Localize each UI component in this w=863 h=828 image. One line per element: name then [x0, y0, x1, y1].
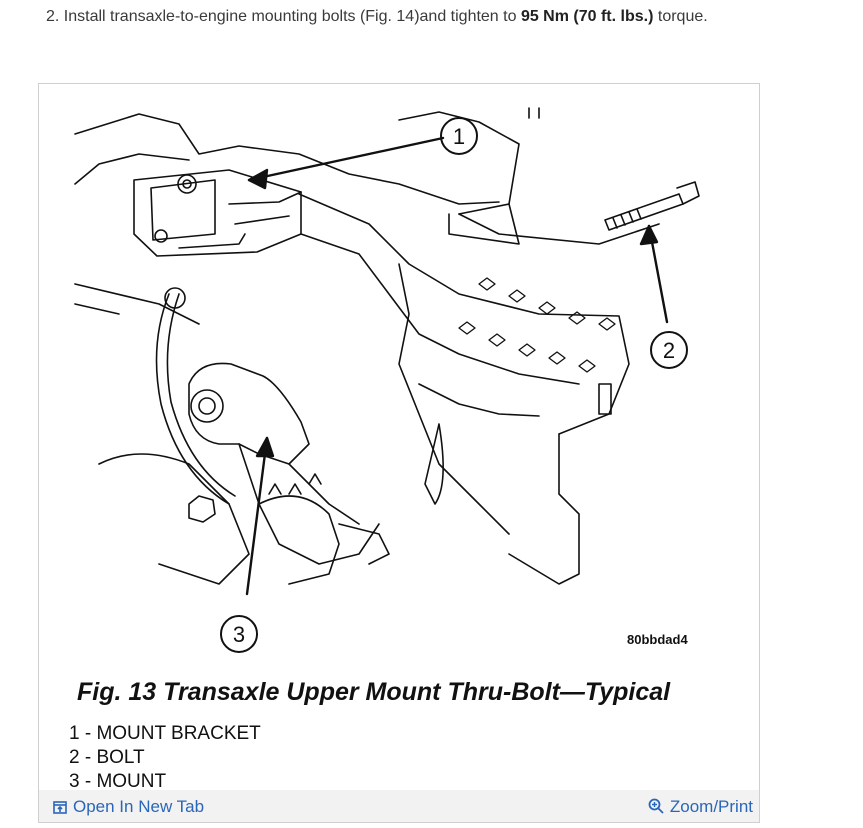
- open-link-label: Open In New Tab: [73, 797, 205, 816]
- instruction-step: 2. Install transaxle-to-engine mounting …: [46, 8, 708, 26]
- callout-2-label: 2: [663, 338, 675, 363]
- cable-drawing: [155, 287, 236, 505]
- open-in-new-tab-link[interactable]: Open In New Tab: [53, 797, 204, 819]
- callout-3: 3: [220, 615, 258, 653]
- legend-item: 1 - MOUNT BRACKET: [69, 723, 261, 744]
- figure-panel: 1 2 3 80bbdad4 Fig. 13 Transaxle Upper M…: [38, 83, 760, 823]
- callout-arrows: [245, 136, 669, 596]
- frame-rail-drawing: [298, 193, 630, 585]
- legend-item: 2 - BOLT: [69, 747, 145, 768]
- open-new-tab-icon: [53, 799, 67, 819]
- figure-legend: 1 - MOUNT BRACKET 2 - BOLT 3 - MOUNT: [69, 722, 261, 794]
- mount-drawing: [188, 362, 380, 565]
- mount-bracket-drawing: [133, 169, 302, 257]
- callout-1: 1: [440, 117, 478, 155]
- torque-value: 95 Nm (70 ft. lbs.): [520, 8, 654, 25]
- figure-toolbar: Open In New Tab Zoom/Print: [39, 790, 759, 822]
- magnifier-icon: [648, 798, 664, 819]
- step-text: 2. Install transaxle-to-engine mounting …: [46, 8, 521, 25]
- transaxle-drawing: [98, 453, 390, 585]
- figure-id: 80bbdad4: [627, 632, 688, 647]
- step-suffix: torque.: [653, 8, 708, 25]
- callout-2: 2: [650, 331, 688, 369]
- figure-caption: Fig. 13 Transaxle Upper Mount Thru-Bolt—…: [77, 678, 671, 706]
- bolt-drawing: [604, 181, 700, 231]
- transaxle-mount-diagram: 1 2 3: [74, 107, 700, 653]
- legend-item: 3 - MOUNT: [69, 771, 167, 792]
- zoom-print-link[interactable]: Zoom/Print: [648, 797, 753, 819]
- zoom-link-label: Zoom/Print: [669, 797, 753, 816]
- body-frame-drawing: [74, 107, 660, 325]
- callout-3-label: 3: [233, 622, 245, 647]
- callout-1-label: 1: [453, 124, 465, 149]
